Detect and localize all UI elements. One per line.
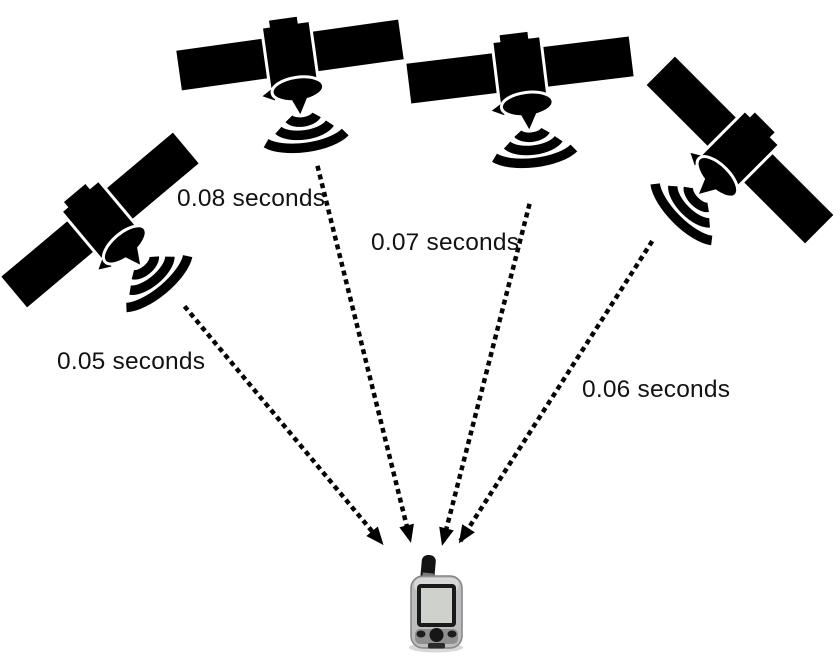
right-button <box>447 630 457 638</box>
signal-arrow-1 <box>182 304 385 546</box>
delay-label-satellite-2: 0.08 seconds <box>177 185 325 212</box>
satellite-icon <box>0 120 246 364</box>
gps-handheld-receiver-icon <box>409 554 463 653</box>
delay-label-satellite-3: 0.07 seconds <box>371 229 519 256</box>
delay-label-satellite-1: 0.05 seconds <box>57 348 205 375</box>
bottom-button <box>428 643 445 649</box>
satellite-icon <box>595 45 840 296</box>
satellite-icon <box>404 20 642 177</box>
left-button <box>416 630 426 638</box>
delay-label-satellite-4: 0.06 seconds <box>582 376 730 403</box>
signal-arrow-3 <box>439 203 532 546</box>
screen <box>421 588 452 623</box>
satellite-icon <box>174 3 414 164</box>
rocker-button <box>429 628 444 642</box>
signal-arrow-2 <box>315 165 414 543</box>
